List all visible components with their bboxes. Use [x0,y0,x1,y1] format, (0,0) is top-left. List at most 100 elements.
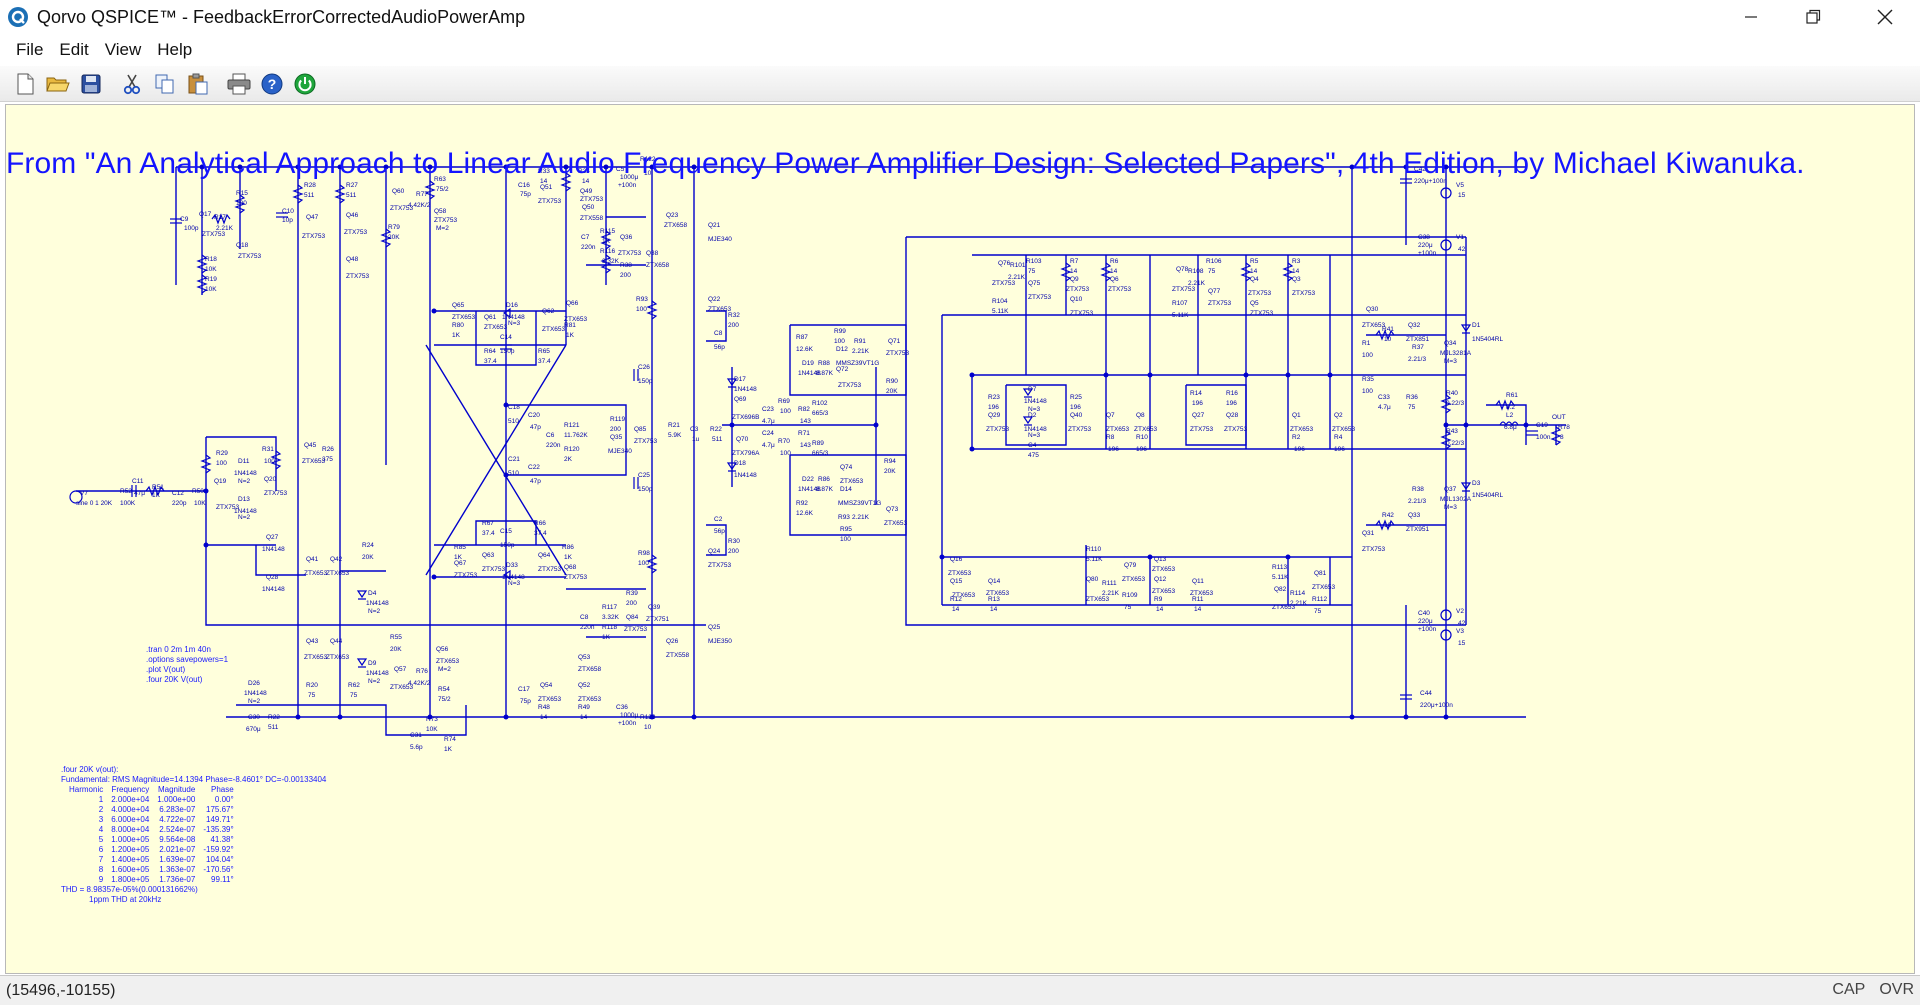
component-label[interactable]: D12 [836,346,848,353]
component-label[interactable]: Q80 [1086,576,1099,583]
component-label[interactable]: ZTX753 [1028,294,1052,301]
component-label[interactable]: 200 [620,272,631,279]
component-label[interactable]: MJE340 [708,236,732,243]
component-label[interactable]: 4.42K/2 [408,680,431,687]
component-label[interactable]: Q69 [734,396,747,403]
component-label[interactable]: R81 [564,322,576,329]
component-label[interactable]: R101 [1010,262,1026,269]
component-label[interactable]: ZTX753 [886,350,910,357]
component-label[interactable]: 2K [564,456,573,463]
component-label[interactable]: 10K [205,266,217,273]
component-label[interactable]: 100 [1362,388,1373,395]
component-label[interactable]: 75/2 [438,696,451,703]
component-label[interactable]: R74 [444,736,456,743]
component-label[interactable]: ZTX653 [452,314,476,321]
component-label[interactable]: 220n [581,244,596,251]
component-label[interactable]: R38 [1412,486,1424,493]
component-label[interactable]: R99 [834,328,846,335]
component-label[interactable]: R2 [1292,434,1301,441]
component-label[interactable]: 665/3 [812,410,829,417]
component-label[interactable]: 200 [728,548,739,555]
component-label[interactable]: R71 [798,430,810,437]
component-label[interactable]: R65 [538,348,550,355]
component-label[interactable]: R22 [710,426,722,433]
component-label[interactable]: 10K [426,726,438,733]
component-label[interactable]: V2 [1456,608,1464,615]
component-label[interactable]: Q75 [1028,280,1041,287]
component-label[interactable]: R121 [564,422,580,429]
component-label[interactable]: Q33 [1408,512,1421,519]
component-label[interactable]: C30 [248,714,260,721]
component-label[interactable]: R12 [950,596,962,603]
component-label[interactable]: R21 [668,422,680,429]
component-label[interactable]: Q41 [306,556,319,563]
component-label[interactable]: 2.21/3 [1408,356,1426,363]
component-label[interactable]: Q72 [836,366,849,373]
component-label[interactable]: ZTX653 [1272,604,1296,611]
component-label[interactable]: 1K [564,554,573,561]
component-label[interactable]: R6 [1110,258,1119,265]
component-label[interactable]: 1N4148 [1024,426,1047,433]
component-label[interactable]: Q42 [330,556,343,563]
component-label[interactable]: 100 [264,458,275,465]
component-label[interactable]: R64 [484,348,496,355]
component-label[interactable]: 47p [530,478,541,485]
component-label[interactable]: Q1 [1292,412,1301,419]
component-label[interactable]: 1K [602,238,611,245]
component-label[interactable]: D2 [1028,412,1037,419]
component-label[interactable]: C44 [1420,690,1432,697]
component-label[interactable]: Q34 [1444,340,1457,347]
component-label[interactable]: 200 [728,322,739,329]
component-label[interactable]: Q76 [998,260,1011,267]
component-label[interactable]: Q38 [646,250,659,257]
component-label[interactable]: R13 [988,596,1000,603]
component-label[interactable]: 100 [216,460,227,467]
component-label[interactable]: ZTX753 [986,426,1010,433]
component-label[interactable]: 14 [582,178,590,185]
component-label[interactable]: D26 [248,680,260,687]
component-label[interactable]: R17 [214,214,226,221]
component-label[interactable]: Q53 [578,654,591,661]
component-label[interactable]: 100 [1362,352,1373,359]
component-label[interactable]: R116 [600,248,615,255]
component-label[interactable]: Q85 [634,426,647,433]
component-label[interactable]: 1K [602,634,611,641]
component-label[interactable]: 196 [1070,404,1081,411]
component-label[interactable]: Q10 [1070,296,1083,303]
component-label[interactable]: D14 [840,486,852,493]
component-label[interactable]: C21 [508,456,520,463]
component-label[interactable]: 42 [1458,620,1466,627]
component-label[interactable]: Q40 [1070,412,1083,419]
component-label[interactable]: Q6 [1110,276,1119,283]
component-label[interactable]: ZTX753 [1224,426,1248,433]
component-label[interactable]: R102 [812,400,828,407]
restore-button[interactable] [1784,0,1842,34]
component-label[interactable]: ZTX751 [646,616,670,623]
component-label[interactable]: R119 [610,416,625,423]
component-label[interactable]: 196 [1334,446,1345,453]
component-label[interactable]: 6.8μ [1504,424,1517,431]
component-label[interactable]: D1 [1472,322,1481,329]
component-label[interactable]: C19 [1536,422,1548,429]
component-label[interactable]: C7 [581,234,590,241]
component-label[interactable]: ZTX753 [390,205,414,212]
component-label[interactable]: ZTX658 [578,666,602,673]
component-label[interactable]: C26 [638,364,650,371]
component-label[interactable]: C11 [132,478,144,485]
component-label[interactable]: 14 [540,178,548,185]
component-label[interactable]: ZTX653 [1086,596,1110,603]
component-label[interactable]: L2 [1506,412,1514,419]
component-label[interactable]: 14 [1070,268,1078,275]
component-label[interactable]: ZTX753 [708,562,732,569]
component-label[interactable]: C3 [690,426,699,433]
component-label[interactable]: R73 [426,716,438,723]
component-label[interactable]: ZTX653 [1122,576,1146,583]
component-label[interactable]: Q23 [666,212,679,219]
component-label[interactable]: +100n [618,182,637,189]
component-label[interactable]: R111 [1102,580,1117,587]
component-label[interactable]: Q18 [236,242,249,249]
component-label[interactable]: R50 [192,488,204,495]
component-label[interactable]: 10 [644,170,652,177]
component-label[interactable]: N=2 [238,478,250,485]
component-label[interactable]: C31 [410,732,422,739]
